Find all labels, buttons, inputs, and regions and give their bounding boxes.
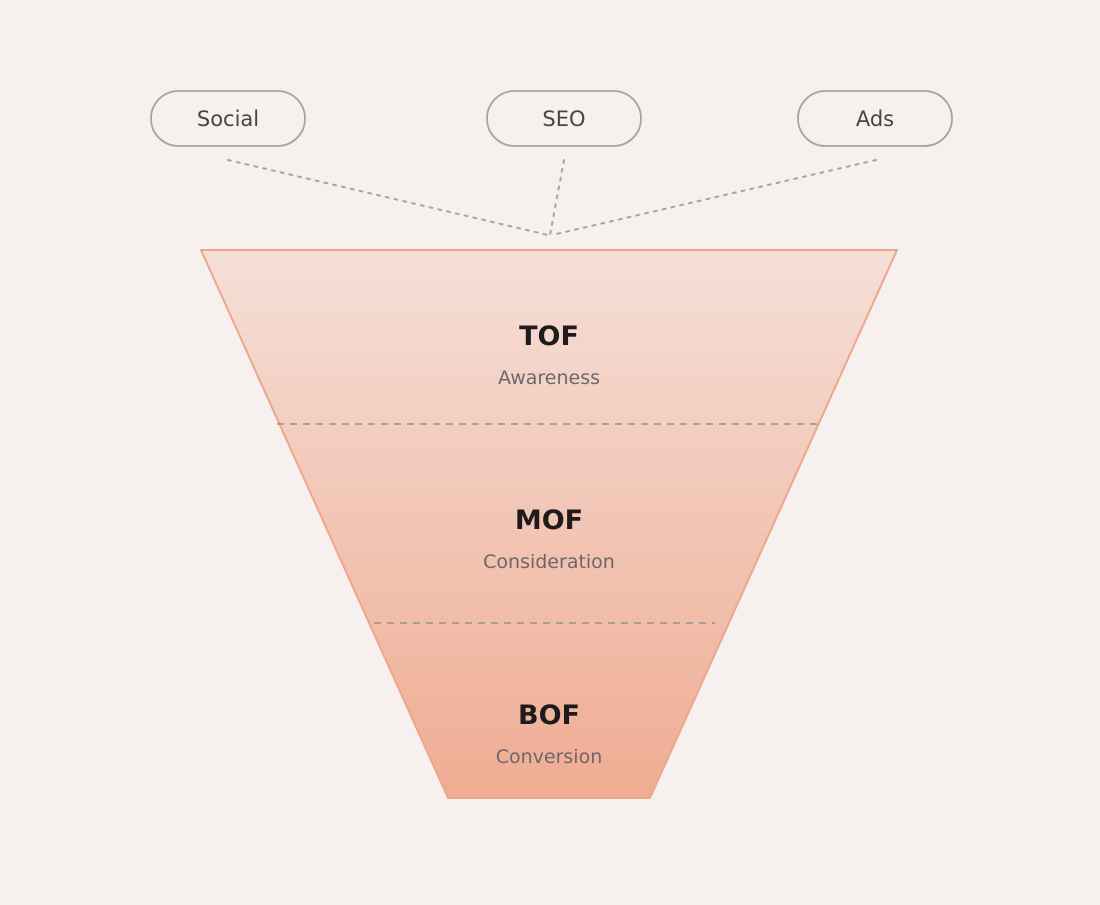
stage-subtitle: Conversion [496, 746, 603, 768]
pill-outline [486, 90, 642, 147]
source-pill-social: Social [150, 90, 306, 147]
stage-title: TOF [519, 321, 579, 352]
connector-ads [551, 159, 877, 236]
stage-title: MOF [515, 505, 583, 536]
source-connectors [227, 159, 877, 236]
source-pill-ads: Ads [797, 90, 953, 147]
stage-mof: MOF Consideration [483, 505, 615, 573]
source-label-social: Social [197, 107, 259, 131]
connector-social [227, 159, 549, 236]
stage-title: BOF [518, 700, 580, 731]
stage-tof: TOF Awareness [498, 321, 600, 389]
funnel-shape [200, 249, 898, 799]
source-pill-seo: SEO [486, 90, 642, 147]
source-label-seo: SEO [542, 107, 585, 131]
stage-subtitle: Consideration [483, 551, 615, 573]
stage-bof: BOF Conversion [496, 700, 603, 768]
pill-outline [150, 90, 306, 147]
source-label-ads: Ads [856, 107, 894, 131]
stage-subtitle: Awareness [498, 367, 600, 389]
connector-seo [549, 159, 565, 236]
pill-outline [797, 90, 953, 147]
